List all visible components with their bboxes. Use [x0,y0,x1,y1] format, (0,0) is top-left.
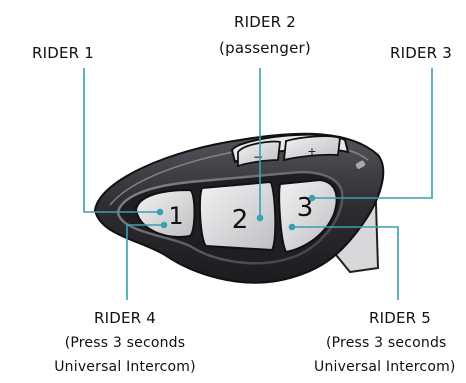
callout-rider-5 [292,226,399,300]
label-rider-3: RIDER 3 [390,44,453,62]
button-3-label: 3 [297,193,314,223]
label-rider-5-note-2: Universal Intercom) [314,359,456,375]
button-1-label: 1 [168,202,183,230]
label-rider-1: RIDER 1 [32,44,95,62]
callout-rider-1 [83,68,160,213]
plus-symbol: + [307,145,316,158]
label-rider-2-note: (passenger) [219,39,311,57]
callout-rider-3 [312,68,433,199]
label-rider-4-note-2: Universal Intercom) [54,359,196,375]
minus-symbol: − [253,150,263,164]
volume-plus-button[interactable]: + [282,135,341,162]
status-led [355,160,366,169]
label-rider-5: RIDER 5 [368,309,431,327]
button-2[interactable]: 2 [198,180,277,252]
label-rider-5-note-1: (Press 3 seconds [326,335,447,351]
button-2-label: 2 [232,205,249,235]
volume-minus-button[interactable]: − [237,140,281,168]
callout-rider-4 [126,224,164,300]
label-rider-4: RIDER 4 [93,309,156,327]
label-rider-4-note-1: (Press 3 seconds [64,335,186,351]
callout-lines [83,68,433,300]
label-rider-2: RIDER 2 [233,13,296,31]
